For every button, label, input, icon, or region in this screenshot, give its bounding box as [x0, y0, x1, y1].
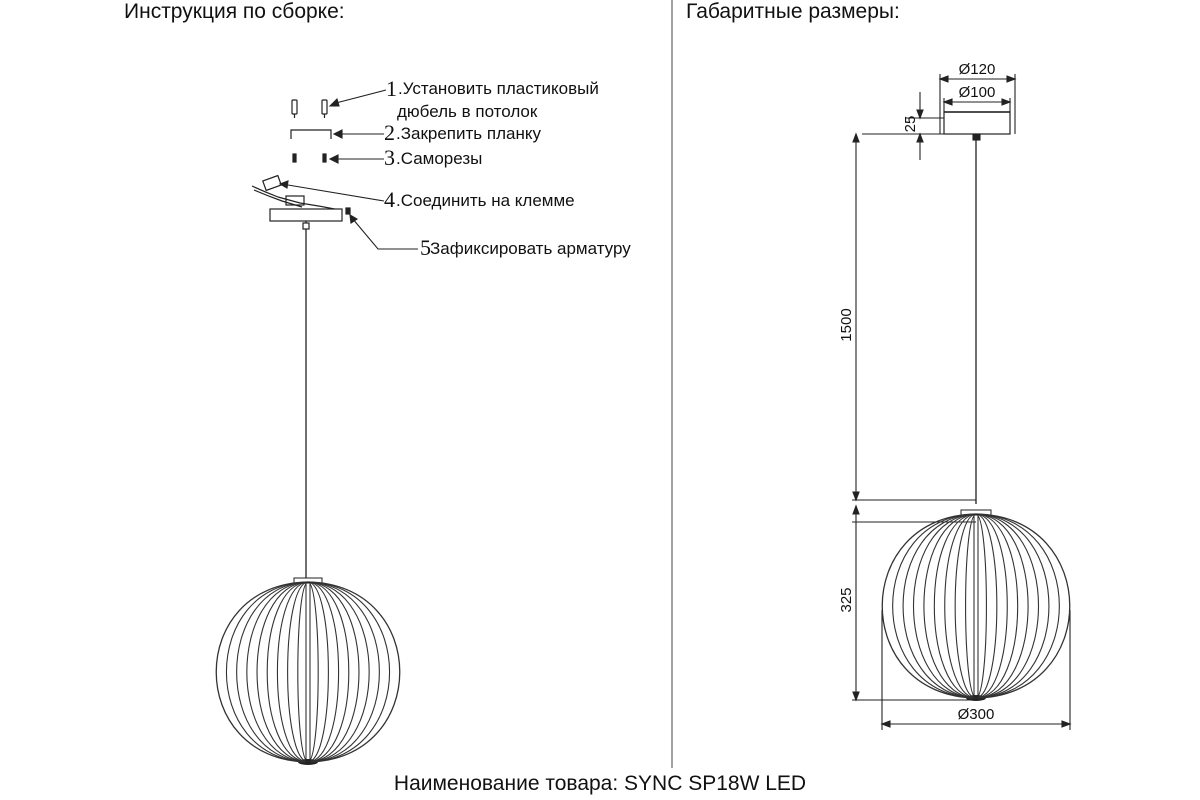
dimension-globe-shade — [881, 509, 1071, 701]
shade-diameter-label: Ø300 — [958, 706, 995, 723]
assembly-drawing — [251, 89, 418, 580]
step-2-text: .Закрепить планку — [396, 124, 541, 143]
assembly-globe-shade — [215, 577, 401, 765]
step-1-text-cont: дюбель в потолок — [397, 102, 538, 121]
step-number: 5 — [420, 235, 431, 260]
canopy-plate — [269, 208, 343, 230]
step-number: 3 — [384, 145, 395, 170]
product-name: Наименование товара: SYNC SP18W LED — [393, 772, 807, 795]
dimension-drawing — [852, 74, 1072, 730]
step-number: 1 — [386, 76, 397, 101]
assembly-steps: 1 .Установить пластиковый дюбель в потол… — [384, 76, 631, 260]
mounting-bracket — [290, 129, 332, 139]
canopy-body — [943, 111, 1011, 135]
dimension-labels: Ø120 Ø100 25 1500 325 Ø300 — [838, 61, 995, 723]
step-4-text: .Соединить на клемме — [396, 191, 575, 210]
canopy-inner-diameter-label: Ø100 — [959, 84, 996, 101]
assembly-instructions-title: Инструкция по сборке: — [124, 0, 345, 23]
cable-length-label: 1500 — [838, 308, 855, 341]
dowel-icon — [291, 99, 328, 118]
canopy-cable-grip — [972, 133, 981, 141]
step-3-text: .Саморезы — [396, 149, 482, 168]
step-number: 2 — [384, 120, 395, 145]
step-number: 4 — [384, 187, 395, 212]
dimensions-title: Габаритные размеры: — [686, 0, 900, 23]
canopy-outer-diameter-label: Ø120 — [959, 61, 996, 78]
callout-arrows — [278, 89, 418, 250]
step-5-text: Зафиксировать арматуру — [430, 239, 631, 258]
shade-height-label: 325 — [838, 587, 855, 612]
terminal-block — [251, 174, 341, 211]
canopy-height-label: 25 — [902, 116, 919, 133]
set-screw-icon — [345, 207, 351, 215]
screw-icon — [292, 153, 327, 163]
step-1-text: .Установить пластиковый — [398, 79, 599, 98]
